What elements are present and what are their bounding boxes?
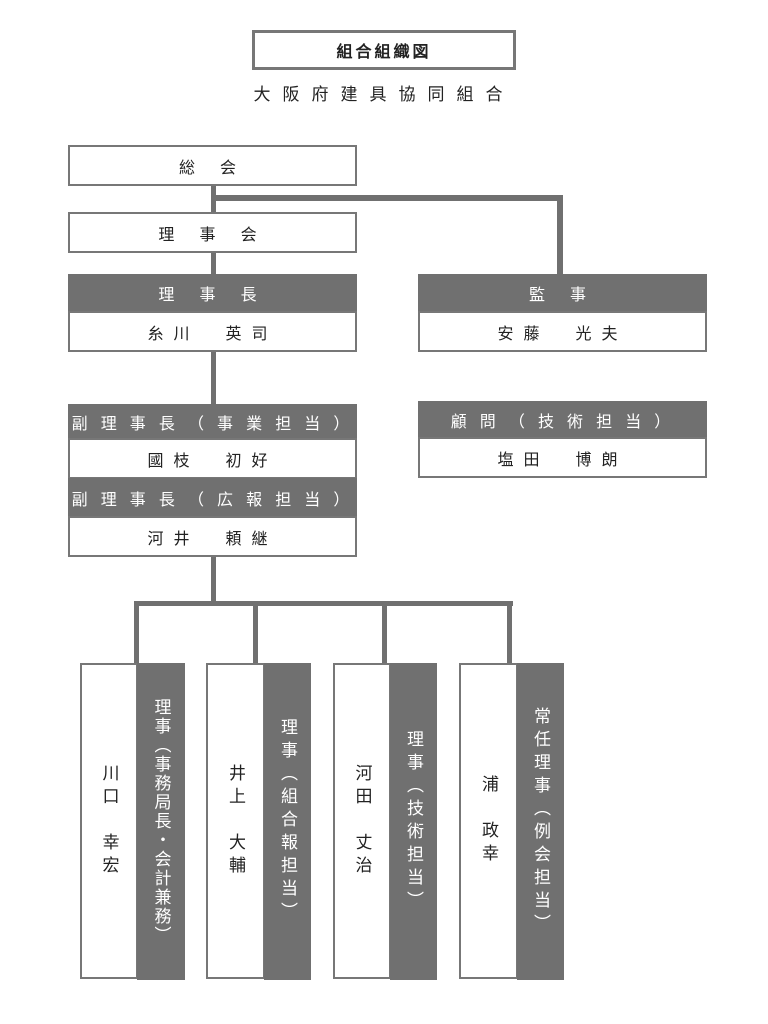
advisor-role: 顧 問 （ 技 術 担 当 ） [418,401,707,438]
advisor-name: 塩田 博朗 [418,437,707,478]
vice-chair-name: 河井 頼継 [68,516,357,557]
connector [211,195,563,201]
director-role: 常任理事（例会担当） [517,663,564,980]
chart-title: 組合組織図 [252,30,516,70]
director-name: 河田 丈治 [333,663,391,979]
connector [557,195,563,275]
connector [211,252,216,274]
connector [134,601,139,663]
director-role: 理事（組合報担当） [264,663,311,980]
auditor-name: 安藤 光夫 [418,311,707,352]
chairman-name: 糸川 英司 [68,311,357,352]
connector [382,601,387,663]
board-box: 理 事 会 [68,212,357,253]
connector [253,601,258,663]
connector [507,601,512,663]
connector [134,601,513,606]
auditor-role: 監 事 [418,274,707,312]
director-name: 川口 幸宏 [80,663,138,979]
vice-chair-role: 副 理 事 長 （ 広 報 担 当 ） [68,478,357,517]
chairman-role: 理 事 長 [68,274,357,312]
organization-name: 大阪府建具協同組合 [253,85,515,105]
vice-chair-name: 國枝 初好 [68,438,357,479]
general-meeting-box: 総 会 [68,145,357,186]
vice-chair-role: 副 理 事 長 （ 事 業 担 当 ） [68,404,357,439]
director-role: 理事（技術担当） [390,663,437,980]
director-role: 理事（事務局長・会計兼務） [137,663,185,980]
connector [211,351,216,404]
director-name: 浦 政幸 [459,663,518,979]
connector [211,556,216,606]
director-name: 井上 大輔 [206,663,265,979]
